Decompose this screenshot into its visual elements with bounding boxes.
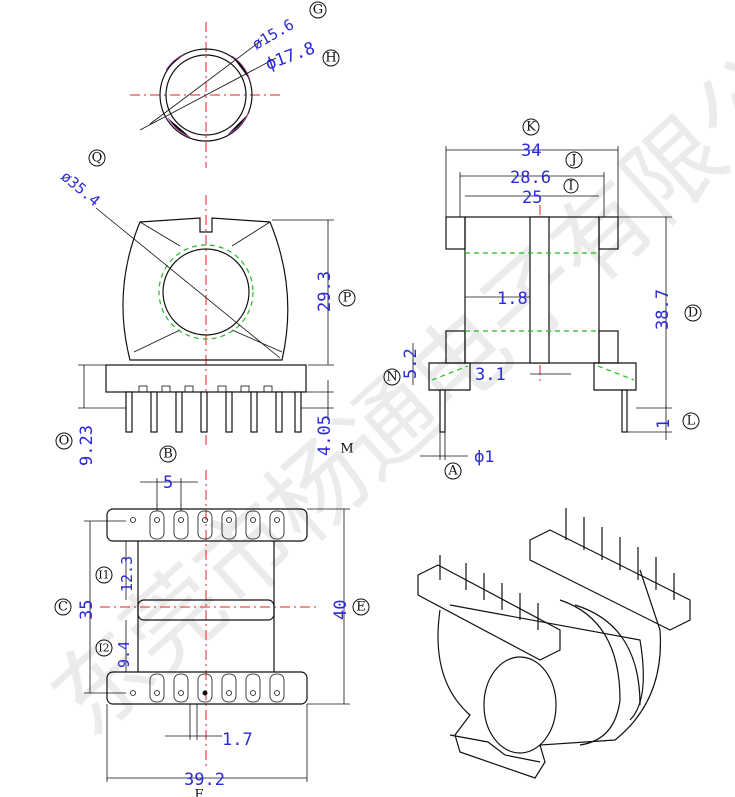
g-leader (149, 39, 263, 125)
callout-j-circle (565, 151, 583, 169)
dim-q-label: ø35.4 (57, 167, 103, 210)
left-top-flange (445, 216, 466, 250)
dim-f-label: 39.2 (184, 770, 225, 790)
callout-l-circle (682, 412, 700, 430)
flange-line-4 (231, 329, 283, 353)
callout-e: E (356, 600, 366, 615)
flange-line-3 (133, 329, 181, 353)
callout-l: L (687, 414, 696, 429)
dim-gap-label: 3.1 (475, 365, 506, 385)
dim-k-label: 34 (521, 141, 541, 161)
base-slots (138, 385, 273, 393)
callout-j: J (569, 153, 576, 168)
q-leader (95, 207, 281, 359)
iso-core-hole (483, 656, 557, 754)
dim-slot-label: 1.8 (497, 289, 528, 309)
callout-k-circle (522, 118, 540, 136)
callout-p-circle (338, 289, 356, 307)
callout-b-circle (159, 445, 177, 463)
dim-o-label: 9.23 (77, 425, 97, 466)
callout-i2: I2 (98, 642, 109, 655)
iso-body-line (449, 604, 644, 721)
callout-q-circle (88, 149, 106, 167)
dim-j-label: 28.6 (510, 168, 551, 188)
dim-i1-label: 12.3 (118, 556, 136, 592)
right-foot (593, 362, 637, 391)
callout-c-circle (54, 598, 72, 616)
isometric-view (417, 508, 691, 779)
callout-i-circle (563, 178, 579, 194)
left-side-pin (439, 389, 446, 433)
callout-d-circle (684, 304, 702, 322)
watermark: 东莞市杨通电子有限公司 (30, 0, 735, 757)
h-leader (139, 57, 277, 131)
core-hole (162, 248, 250, 336)
callout-i2-circle (95, 639, 113, 657)
callout-q: Q (92, 151, 103, 166)
dim-i2-label: 9.4 (115, 641, 133, 668)
iso-rear-block (529, 529, 691, 631)
callout-k: K (526, 120, 536, 135)
tube-outer-circle (159, 48, 253, 142)
callout-a: A (447, 464, 458, 479)
right-foot-hidden (597, 365, 635, 381)
iso-rear-pins (565, 508, 675, 600)
front-pins (125, 391, 302, 433)
flange-line-1 (139, 221, 181, 247)
center-rib (529, 216, 550, 364)
callout-h: H (325, 51, 336, 66)
iso-body-outline (437, 569, 662, 779)
iso-rear-flange (559, 599, 621, 746)
dim-m-label: 4.05 (315, 415, 335, 456)
callout-e-circle (352, 598, 370, 616)
callout-i: I (568, 179, 573, 194)
watermark-text: 东莞市杨通电子有限公司 (30, 0, 735, 757)
left-foot (428, 362, 471, 391)
callout-o-circle (55, 432, 73, 450)
dim-a-label: ϕ1 (474, 447, 495, 466)
iso-front-block (417, 564, 561, 661)
iso-foot (449, 734, 541, 763)
dim-b-label: 5 (163, 473, 173, 493)
callout-m: M (340, 442, 353, 457)
dim-c-label: 35 (77, 600, 97, 620)
front-view: ø35.4 Q 29.3 P 9.23 O 4.05 M (55, 149, 356, 466)
callout-f: F (194, 788, 203, 797)
core-hidden-circle (158, 244, 254, 340)
dim-l-label: 1 (654, 419, 674, 429)
side-view: 34 K 28.6 J 25 I 38.7 D 1.8 5.2 N 3.1 (383, 118, 702, 480)
dim-i-label: 25 (522, 188, 542, 208)
callout-b: B (163, 447, 173, 462)
callout-n: N (386, 370, 397, 385)
dim-p-label: 29.3 (315, 271, 335, 312)
flange-line-2 (231, 221, 271, 247)
left-foot-hidden (431, 365, 469, 381)
top-flange (106, 508, 308, 542)
right-side-pin (621, 389, 628, 433)
dim-d-label: 38.7 (653, 289, 673, 330)
callout-n-circle (383, 368, 401, 386)
callout-a-circle (444, 462, 462, 480)
dim-pin-w-label: 1.7 (222, 730, 253, 750)
callout-g-circle (309, 1, 327, 19)
callout-o: O (59, 434, 70, 449)
top-pin-dots (130, 517, 280, 696)
callout-p: P (343, 291, 352, 306)
iso-rear-flange-2 (574, 604, 641, 706)
iso-front-pins (439, 555, 539, 630)
dim-n-label: 5.2 (401, 348, 421, 379)
callout-i1: I1 (98, 569, 109, 582)
callout-c: C (58, 600, 68, 615)
bottom-flange (106, 671, 308, 705)
tube-section-view: ø15.6 ϕ17.8 G H (130, 1, 340, 168)
tube-inner-circle (165, 54, 247, 136)
top-view: 5 B 35 C 12.3 I1 9.4 I2 40 E 1.7 (54, 445, 370, 797)
callout-g: G (313, 3, 323, 18)
callout-d: D (688, 306, 698, 321)
right-bottom-block (598, 330, 619, 364)
dim-e-label: 40 (331, 600, 351, 620)
callout-h-circle (322, 49, 340, 67)
callout-i1-circle (95, 566, 113, 584)
